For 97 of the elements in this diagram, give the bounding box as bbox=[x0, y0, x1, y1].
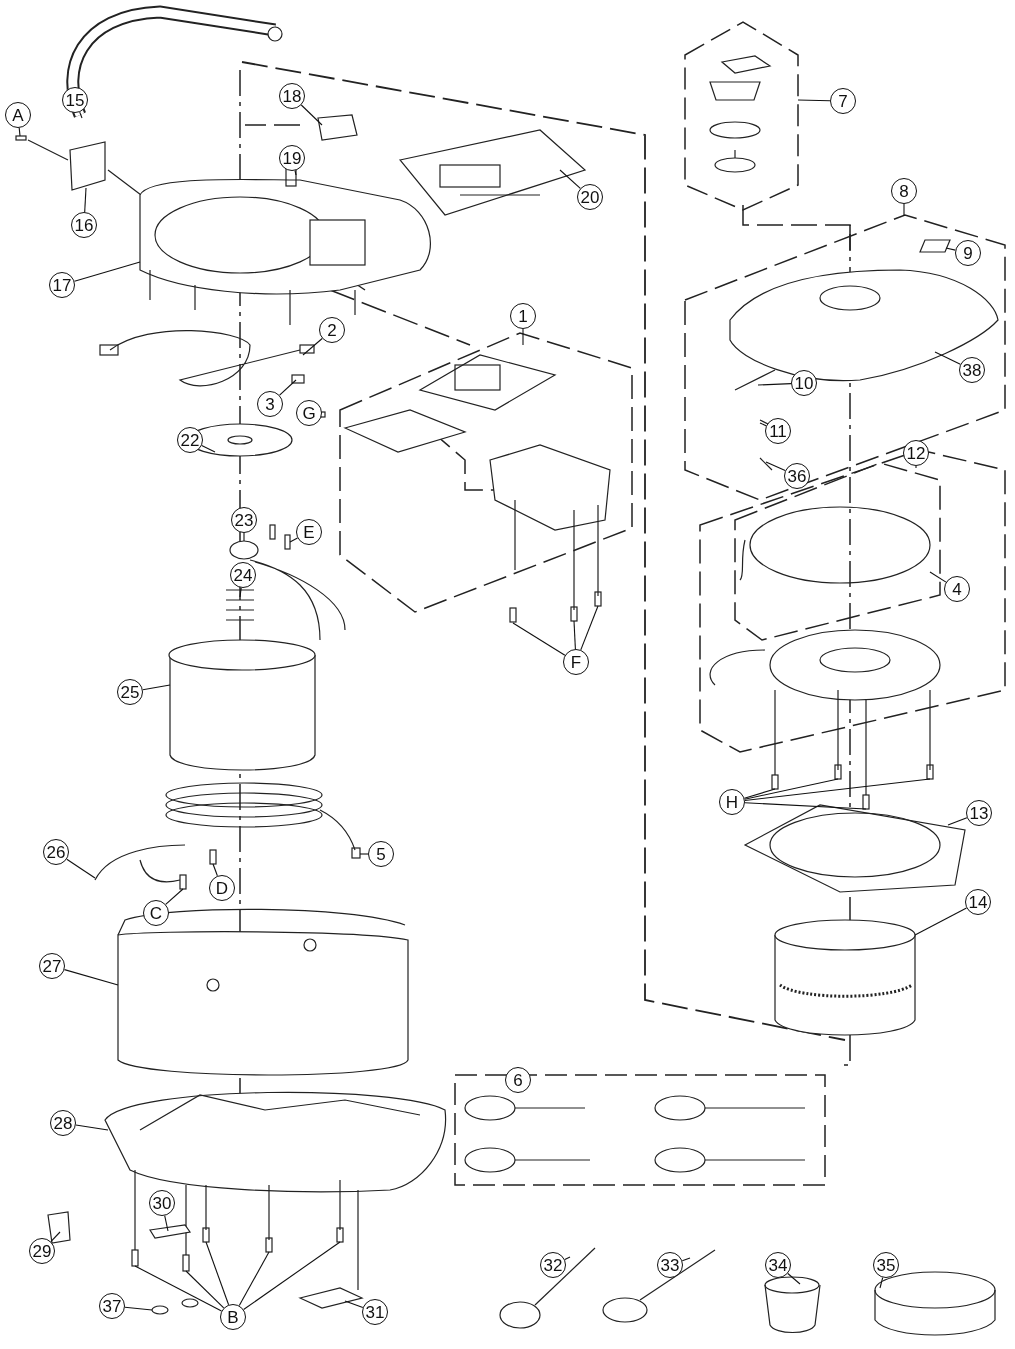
callout-number: 7 bbox=[830, 88, 856, 114]
leader-line bbox=[559, 169, 581, 189]
callout-number: 25 bbox=[117, 679, 143, 705]
leader-line bbox=[50, 1231, 61, 1243]
callout-number: 2 bbox=[319, 317, 345, 343]
callout-number: 14 bbox=[965, 889, 991, 915]
leader-line bbox=[142, 684, 171, 691]
leader-line bbox=[79, 111, 83, 119]
callout-number: B bbox=[220, 1304, 246, 1330]
leader-line bbox=[787, 1272, 801, 1285]
leader-line bbox=[344, 1300, 364, 1309]
callout-number: 27 bbox=[39, 953, 65, 979]
callout-number: 1 bbox=[510, 303, 536, 329]
leader-line bbox=[947, 817, 968, 826]
callout-number: 37 bbox=[99, 1293, 125, 1319]
callout-number: 8 bbox=[891, 178, 917, 204]
callout-number: G bbox=[296, 400, 322, 426]
leader-line bbox=[73, 261, 141, 282]
leader-line bbox=[124, 1306, 153, 1311]
leader-line bbox=[757, 383, 792, 386]
leader-line bbox=[164, 1215, 169, 1232]
callout-number: 29 bbox=[29, 1238, 55, 1264]
callout-number: 26 bbox=[43, 839, 69, 865]
callout-number: 32 bbox=[540, 1252, 566, 1278]
callout-number: 15 bbox=[62, 87, 88, 113]
callout-number: 31 bbox=[362, 1299, 388, 1325]
callout-number: 5 bbox=[368, 841, 394, 867]
callout-number: 11 bbox=[765, 418, 791, 444]
callout-number: 20 bbox=[577, 184, 603, 210]
leader-line bbox=[302, 337, 323, 356]
callout-number: 16 bbox=[71, 212, 97, 238]
callout-number: F bbox=[563, 649, 589, 675]
callout-number: 12 bbox=[903, 440, 929, 466]
leader-line bbox=[879, 1277, 884, 1289]
callout-number: 18 bbox=[279, 83, 305, 109]
callout-number: 19 bbox=[279, 145, 305, 171]
callout-number: 10 bbox=[791, 370, 817, 396]
leader-line bbox=[205, 1241, 230, 1306]
callout-number: 34 bbox=[765, 1252, 791, 1278]
leader-line bbox=[681, 1257, 691, 1262]
leader-line bbox=[744, 778, 839, 800]
callout-number: 30 bbox=[149, 1190, 175, 1216]
leader-line bbox=[63, 969, 119, 986]
leader-line bbox=[744, 802, 867, 810]
leader-line bbox=[797, 99, 831, 102]
callout-number: E bbox=[296, 519, 322, 545]
leader-line bbox=[243, 532, 245, 542]
leader-line bbox=[945, 247, 956, 251]
leader-line bbox=[243, 1241, 341, 1311]
leader-line bbox=[929, 571, 947, 583]
callout-number: H bbox=[719, 789, 745, 815]
callout-number: 23 bbox=[231, 507, 257, 533]
callout-number: 3 bbox=[257, 391, 283, 417]
leader-line bbox=[564, 1256, 571, 1261]
leader-line bbox=[744, 778, 931, 802]
callout-number: 22 bbox=[177, 427, 203, 453]
leader-line bbox=[201, 445, 216, 453]
callout-number: 33 bbox=[657, 1252, 683, 1278]
leader-line bbox=[165, 888, 184, 905]
leader-line bbox=[512, 622, 566, 656]
callout-number: 4 bbox=[944, 576, 970, 602]
callout-number: D bbox=[209, 875, 235, 901]
leader-line bbox=[66, 858, 96, 879]
leader-line bbox=[84, 187, 87, 213]
leader-line bbox=[212, 863, 218, 877]
leader-line bbox=[134, 1265, 223, 1312]
callout-number: 24 bbox=[230, 562, 256, 588]
callout-number: 13 bbox=[966, 800, 992, 826]
callout-number: 6 bbox=[505, 1067, 531, 1093]
callout-number: 28 bbox=[50, 1110, 76, 1136]
leader-line bbox=[239, 587, 242, 598]
leader-line bbox=[759, 422, 767, 427]
leader-line bbox=[279, 379, 297, 396]
callout-number: 9 bbox=[955, 240, 981, 266]
leader-line bbox=[185, 1270, 225, 1309]
callout-number: 35 bbox=[873, 1252, 899, 1278]
callout-number: A bbox=[5, 102, 31, 128]
leader-line bbox=[903, 203, 905, 217]
leader-line bbox=[743, 788, 776, 799]
callout-number: 17 bbox=[49, 272, 75, 298]
leader-line bbox=[522, 328, 524, 346]
leader-line bbox=[289, 537, 299, 543]
leader-line bbox=[915, 465, 917, 469]
leader-line bbox=[75, 1124, 109, 1131]
leader-line bbox=[294, 170, 297, 176]
leader-line bbox=[934, 351, 961, 365]
leader-line bbox=[573, 620, 576, 650]
leader-line bbox=[18, 127, 21, 137]
leader-line bbox=[580, 605, 599, 651]
callout-number: 38 bbox=[959, 357, 985, 383]
leader-line bbox=[359, 853, 369, 855]
leader-line bbox=[914, 907, 968, 936]
leader-line bbox=[300, 104, 323, 126]
callout-number: C bbox=[143, 900, 169, 926]
leader-line bbox=[765, 461, 786, 472]
callout-number: 36 bbox=[784, 463, 810, 489]
leader-line bbox=[238, 1251, 270, 1307]
